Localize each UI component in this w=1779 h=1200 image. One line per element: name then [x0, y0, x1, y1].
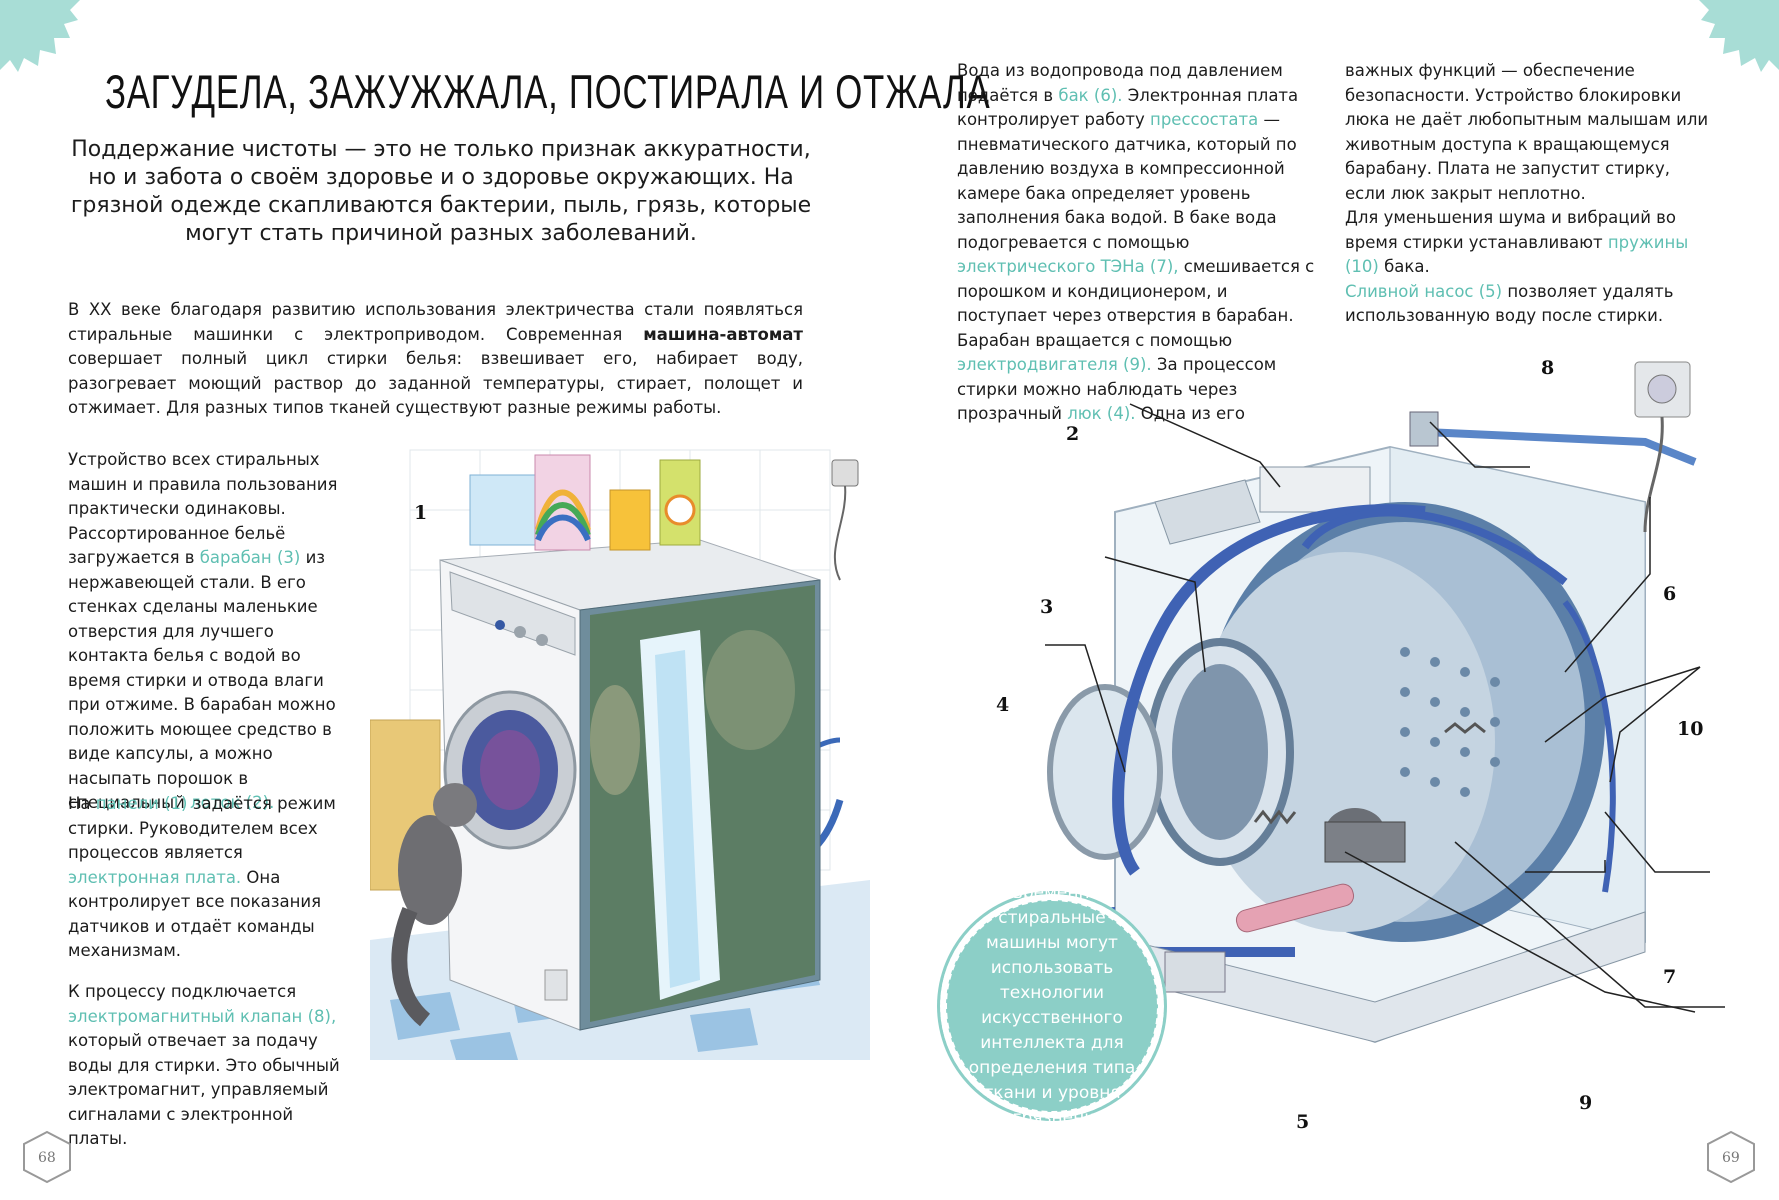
paragraph-history: В XX веке благодаря развитию использован…	[68, 300, 803, 417]
page-number-left-frame	[23, 1130, 71, 1184]
bubble-text: Современные стиральные машины могут испо…	[968, 883, 1136, 1128]
paragraph-panel: На панели (1) задаётся режим стирки. Рук…	[68, 794, 336, 960]
label-7: 7	[1663, 966, 1677, 988]
term-automatic: машина-автомат	[643, 324, 803, 344]
label-9: 9	[1579, 1092, 1593, 1114]
label-4: 4	[996, 694, 1010, 716]
label-5: 5	[1296, 1111, 1310, 1133]
label-10: 10	[1677, 718, 1704, 740]
paragraph-water: Вода из водопровода под давлением подаёт…	[957, 61, 1315, 423]
term-heater: электрического ТЭНа (7),	[957, 257, 1179, 276]
term-panel: панели (1)	[95, 794, 188, 813]
paragraph-valve: К процессу подключается электромагнитный…	[68, 982, 340, 1148]
term-springs: пружины (10)	[1345, 232, 1689, 277]
paragraph-safety: важных функций — обеспечение безопасност…	[1345, 61, 1709, 325]
term-tray: лоток (2).	[190, 793, 275, 812]
corner-star-right	[1699, 0, 1779, 72]
term-pressostat: прессостата	[1150, 110, 1259, 129]
label-6: 6	[1663, 583, 1677, 605]
page-number-left: 68	[38, 1150, 56, 1166]
term-hatch: люк (4).	[1067, 404, 1136, 423]
term-valve: электромагнитный клапан (8),	[68, 1006, 337, 1026]
corner-star-left	[0, 0, 80, 72]
label-2: 2	[1066, 423, 1080, 445]
illustration-washer-cutaway	[1045, 361, 1725, 1044]
term-board: электронная плата.	[68, 867, 242, 887]
label-1: 1	[414, 502, 428, 524]
label-8: 8	[1541, 357, 1555, 379]
paragraph-drum: Устройство всех стиральных машин и прави…	[68, 450, 338, 812]
term-drum: барабан (3)	[199, 548, 301, 567]
illustration-bathroom-washer	[370, 449, 870, 1060]
term-motor: электродвигателя (9).	[957, 355, 1152, 374]
label-3: 3	[1040, 596, 1054, 618]
ai-fact-bubble: Современные стиральные машины могут испо…	[937, 883, 1167, 1128]
page-number-right-frame	[1707, 1130, 1755, 1184]
page-title: ЗАГУДЕЛА, ЗАЖУЖЖАЛА, ПОСТИРАЛА И ОТЖАЛА	[105, 65, 991, 118]
term-tank: бак (6).	[1058, 85, 1123, 105]
term-pump: Сливной насос (5)	[1345, 281, 1503, 301]
page-number-right: 69	[1722, 1150, 1740, 1166]
intro-text: Поддержание чистоты — это не только приз…	[70, 137, 812, 246]
